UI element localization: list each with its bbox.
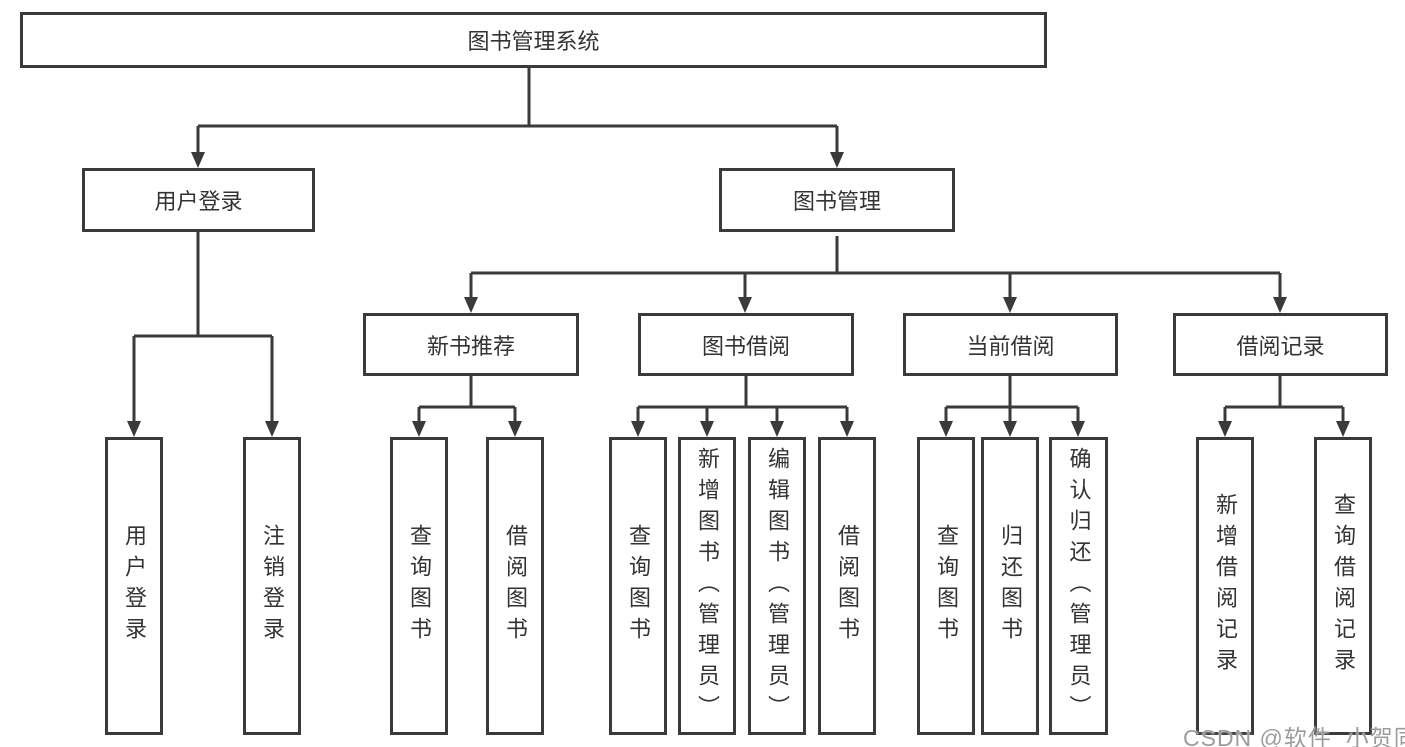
leaf-return-book: 归还图书: [981, 437, 1039, 735]
connector-new-book-recommend-to-leaves: [412, 376, 522, 437]
node-new-book-recommend: 新书推荐: [363, 313, 579, 376]
leaf-edit-book-admin: 编辑图书（管理员）: [748, 437, 806, 735]
connector-borrow-records-to-leaves: [1218, 376, 1350, 437]
node-current-borrow: 当前借阅: [903, 313, 1118, 376]
connector-book-management-to-level2: [464, 236, 1287, 313]
leaf-recommend-query-book: 查询图书: [390, 437, 448, 735]
node-user-login: 用户登录: [82, 168, 315, 232]
leaf-query-borrow-record: 查询借阅记录: [1314, 437, 1372, 735]
node-library-management-system: 图书管理系统: [20, 12, 1047, 68]
leaf-logout: 注销登录: [243, 437, 301, 735]
leaf-borrow-book: 借阅图书: [818, 437, 876, 735]
node-book-borrow: 图书借阅: [638, 313, 854, 376]
connector-book-borrow-to-leaves: [631, 376, 854, 437]
leaf-current-query-book: 查询图书: [917, 437, 975, 735]
node-borrow-records: 借阅记录: [1173, 313, 1388, 376]
leaf-borrow-query-book: 查询图书: [609, 437, 667, 735]
node-book-management: 图书管理: [719, 168, 955, 232]
connector-user-login-to-leaves: [127, 232, 279, 437]
leaf-recommend-borrow-book: 借阅图书: [486, 437, 544, 735]
leaf-add-borrow-record: 新增借阅记录: [1196, 437, 1254, 735]
leaf-user-login: 用户登录: [105, 437, 163, 735]
connector-current-borrow-to-leaves: [939, 376, 1085, 437]
leaf-add-book-admin: 新增图书（管理员）: [678, 437, 736, 735]
connector-root-to-level1: [191, 68, 844, 168]
leaf-confirm-return-admin: 确认归还（管理员）: [1049, 437, 1108, 735]
csdn-watermark: CSDN @软件_小贺同学: [1183, 725, 1405, 747]
